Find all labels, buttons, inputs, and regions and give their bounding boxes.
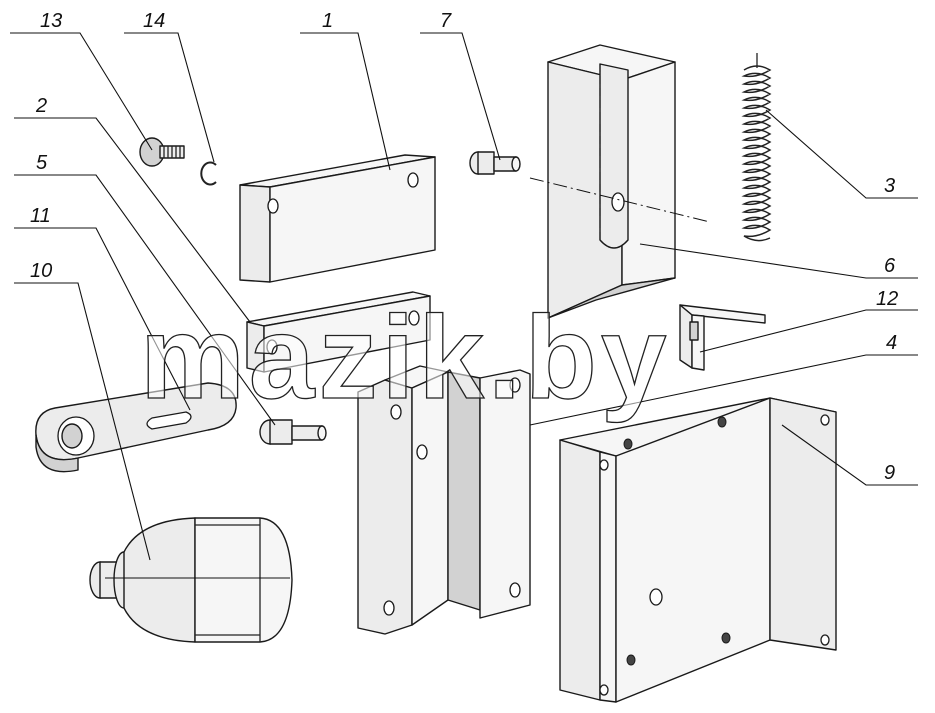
- callout-9: 9: [884, 462, 895, 484]
- callout-3: 3: [884, 175, 895, 197]
- watermark-text: mazik.by: [140, 292, 670, 424]
- leader-lines: [10, 32, 918, 561]
- callout-6: 6: [884, 255, 896, 277]
- callout-4: 4: [886, 332, 897, 354]
- part-5-pin: [259, 419, 327, 445]
- callout-13: 13: [40, 10, 62, 32]
- part-6-block: [529, 44, 711, 319]
- callout-14: 14: [143, 10, 165, 32]
- part-13-bolt: [139, 137, 185, 167]
- callout-2: 2: [35, 95, 47, 117]
- part-9-baseplate: [559, 397, 837, 703]
- callout-10: 10: [30, 260, 52, 282]
- part-2-bar: [246, 291, 431, 373]
- part-4-bracket: [357, 365, 531, 635]
- callout-7: 7: [440, 10, 452, 32]
- part-10-knob: [89, 517, 293, 643]
- part-1-plate: [239, 154, 436, 283]
- part-12-clip: [679, 304, 766, 371]
- callout-5: 5: [36, 152, 48, 174]
- callout-labels: 13 14 1 7 2 5 11 10 3 6 12 4 9: [30, 10, 898, 484]
- callout-11: 11: [30, 205, 51, 227]
- part-3-spring: [741, 53, 772, 242]
- part-7-pin: [469, 151, 521, 175]
- callout-12: 12: [876, 288, 898, 310]
- part-14-ring: [200, 161, 217, 186]
- callout-1: 1: [322, 10, 333, 32]
